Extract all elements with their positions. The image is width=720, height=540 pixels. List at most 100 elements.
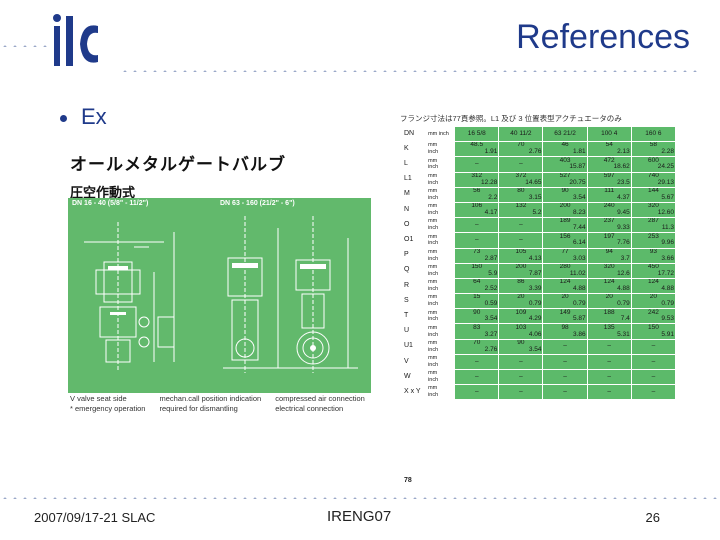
cell-mm-value: 86 [517,278,525,286]
cell-inch-value: 0.79 [528,300,542,308]
cell-mm-value: – [563,387,567,395]
table-cell: – [498,217,544,234]
unit-mm: mm [428,142,438,149]
cell-mm-value: 287 [647,217,659,225]
cell-mm-value: 312 [471,172,483,179]
cell-mm-value: 83 [473,323,481,331]
table-cell: – [454,368,500,386]
unit-inch: inch [428,194,439,201]
cell-mm-value: 73 [473,248,481,255]
cell-inch-value: 17.72 [657,269,674,277]
cell-mm-value: 188 [603,308,615,316]
row-label: T [401,308,428,325]
unit-inch: inch [428,270,439,277]
table-cell: – [454,384,500,401]
unit-inch: inch [428,316,439,323]
table-cell: – [586,368,632,386]
slide-number: 26 [645,510,660,525]
footer-event: IRENG07 [327,508,392,525]
cell-mm-value: 46 [561,141,569,149]
row-label: X x Y [401,384,428,401]
cell-inch-value: 5.31 [617,330,630,338]
table-cell: – [498,384,544,401]
table-cell: – [454,232,500,249]
cell-mm-value: – [519,236,523,243]
unit-inch: inch [428,392,439,399]
cell-mm-value: 527 [559,172,571,179]
table-cell: – [586,353,632,371]
cell-mm-value: 149 [559,308,571,316]
cell-inch-value: 3.15 [528,193,542,201]
table-cell: – [454,156,500,173]
footer-date: 2007/09/17-21 SLAC [34,510,156,525]
table-header-cell: 63 21/2 [542,125,588,143]
row-label: O [401,217,428,234]
cell-inch-value: 3.54 [528,345,542,353]
cell-mm-value: 740 [647,172,659,179]
cell-mm-value: 132 [515,202,527,210]
cell-inch-value: 0.59 [484,300,498,308]
cell-mm-value: – [474,160,479,168]
cell-mm-value: 90 [561,187,569,195]
table-cell: – [630,368,677,386]
row-label: V [401,353,428,371]
unit-mm: mm [428,157,438,164]
cell-mm-value: – [563,357,567,365]
cell-inch-value: 29.13 [657,178,674,186]
cell-mm-value: 124 [603,278,615,286]
cell-mm-value: 253 [647,232,659,240]
row-label: O1 [401,232,428,249]
cell-inch-value: 4.17 [484,209,498,217]
legend-item: * emergency operation [70,404,146,413]
cell-mm-value: 472 [603,156,615,164]
cell-mm-value: – [519,372,523,380]
cell-mm-value: 372 [515,172,527,179]
cell-mm-value: – [519,357,523,365]
cell-inch-value: 0.79 [572,300,586,308]
cell-mm-value: 70 [473,339,481,346]
catalog-subtitle: 圧空作動式 [70,185,136,200]
row-label: S [401,293,428,310]
cell-mm-value: 93 [649,248,658,255]
drawing-label-large: DN 63 - 160 (21/2" - 6") [220,200,295,207]
cell-inch-value: 12.28 [481,178,498,186]
unit-inch: inch [428,285,439,292]
header-divider-dots [120,70,700,72]
cell-mm-value: 240 [603,202,615,210]
slide-title: References [516,18,690,56]
cell-inch-value: 7.76 [617,239,630,247]
cell-inch-value: 15.87 [569,163,586,171]
unit-mm: mm [428,203,438,210]
cell-inch-value: 24.25 [657,163,674,171]
cell-mm-value: – [651,387,656,395]
